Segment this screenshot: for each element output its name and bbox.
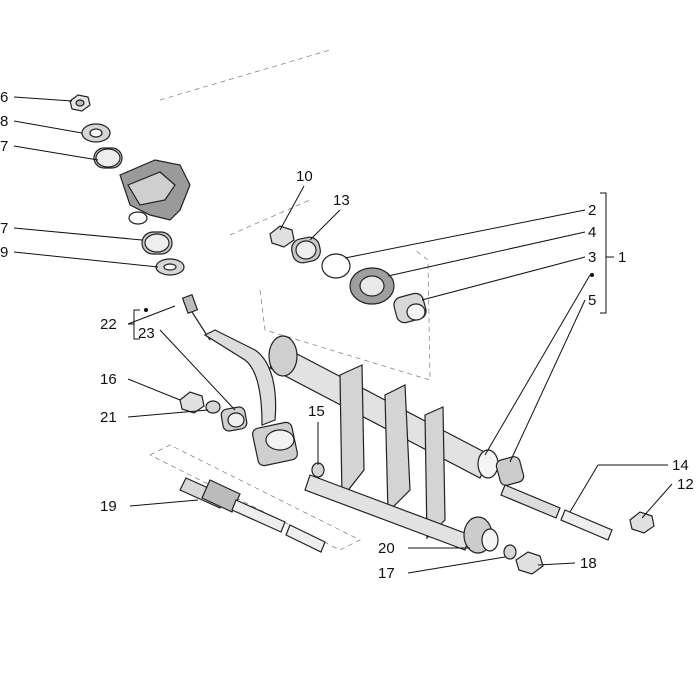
callout-7-upper: 7 (0, 138, 8, 155)
bearing-hardware (269, 225, 427, 324)
callout-22: 22 (100, 316, 117, 333)
washer-part-17 (503, 544, 517, 560)
callout-13: 13 (333, 192, 350, 209)
nut-part-12 (629, 511, 655, 534)
callout-23: 23 (138, 325, 155, 342)
washer-part-8 (81, 123, 111, 143)
nut-part-10 (269, 225, 295, 248)
callout-17: 17 (378, 565, 395, 582)
callout-20: 20 (378, 540, 395, 557)
callout-8: 8 (0, 113, 8, 130)
pin-part-19 (179, 477, 326, 553)
circlip-part-2 (321, 253, 351, 279)
washer-part-15 (311, 462, 325, 478)
callout-4: 4 (588, 224, 596, 241)
washer-part-9 (155, 258, 185, 276)
washer-part-21 (205, 400, 221, 414)
leader-lines (13, 96, 673, 574)
callout-7-lower: 7 (0, 220, 8, 237)
callout-2: 2 (588, 202, 596, 219)
group-brackets (128, 192, 614, 340)
shock-bracket (119, 159, 191, 225)
callout-12: 12 (677, 476, 694, 493)
top-nut-part-6 (69, 94, 91, 112)
callout-18: 18 (580, 555, 597, 572)
nut-part-18 (515, 551, 544, 575)
rubber-bush-upper-part-7 (93, 147, 123, 169)
rubber-bush-lower-part-7 (141, 231, 173, 255)
nut-part-16 (179, 391, 205, 414)
lower-left-hardware (179, 391, 248, 432)
callout-3: 3 (588, 249, 596, 266)
bush-part-5 (495, 456, 525, 486)
callout-6: 6 (0, 89, 8, 106)
callout-19: 19 (100, 498, 117, 515)
swing-arm-frame (268, 335, 499, 554)
callout-9: 9 (0, 244, 8, 261)
upper-left-hardware-stack (69, 94, 191, 276)
callout-labels: 6 8 7 7 9 10 13 2 4 3 1 5 22 23 16 21 15… (0, 89, 694, 582)
callout-5: 5 (588, 292, 596, 309)
pin-part-14 (500, 484, 561, 519)
callout-21: 21 (100, 409, 117, 426)
callout-16: 16 (100, 371, 117, 388)
callout-15: 15 (308, 403, 325, 420)
callout-1: 1 (618, 249, 626, 266)
right-hardware (311, 456, 655, 575)
shock-absorber-part-22-23 (181, 294, 298, 467)
callout-10: 10 (296, 168, 313, 185)
callout-14: 14 (672, 457, 689, 474)
